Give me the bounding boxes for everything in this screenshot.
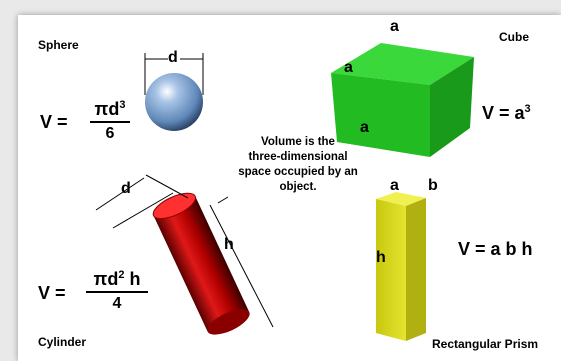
cylinder-dimension-lines: [95, 174, 274, 328]
cylinder-fraction-bar: [86, 291, 148, 293]
cylinder-numerator: πd2 h: [93, 269, 141, 289]
cube-formula: V = a3: [482, 103, 531, 123]
sphere-diameter-line: [144, 53, 204, 95]
sphere-numerator: πd3: [94, 99, 126, 119]
sphere-shape: [145, 73, 203, 131]
sphere-diameter-label: d: [168, 49, 178, 66]
cube-name: Cube: [499, 30, 529, 44]
volume-diagram-card: Sphere d V = πd3 6 a a a Cube V = a3 Vol…: [18, 15, 561, 361]
prism-formula: V = a b h: [458, 239, 533, 259]
cylinder-formula-fraction: πd2 h 4: [86, 265, 148, 313]
cylinder-formula-lhs: V =: [38, 283, 66, 303]
prism-shape: [376, 192, 426, 341]
prism-label-a: a: [390, 177, 399, 194]
cube-edge-label-top: a: [390, 18, 399, 35]
prism-label-h: h: [376, 249, 386, 266]
cylinder-height-label: h: [224, 236, 234, 253]
sphere-denominator: 6: [105, 125, 115, 142]
sphere-formula-fraction: πd3 6: [90, 95, 130, 143]
cylinder-shape: [152, 192, 250, 335]
sphere-fraction-bar: [90, 121, 130, 123]
cylinder-name: Cylinder: [38, 335, 87, 349]
sphere-name: Sphere: [38, 38, 79, 52]
prism-name: Rectangular Prism: [432, 337, 539, 351]
sphere-formula-lhs: V =: [40, 112, 68, 132]
volume-definition-text: Volume is the three-dimensional space oc…: [238, 136, 358, 193]
shapes-canvas: [95, 43, 474, 341]
cube-edge-label-left: a: [344, 59, 353, 76]
cube-edge-label-bottom: a: [360, 119, 369, 136]
prism-label-b: b: [428, 177, 438, 194]
cylinder-diameter-label: d: [121, 180, 131, 197]
cube-shape: [331, 43, 474, 157]
cylinder-denominator: 4: [112, 295, 122, 312]
